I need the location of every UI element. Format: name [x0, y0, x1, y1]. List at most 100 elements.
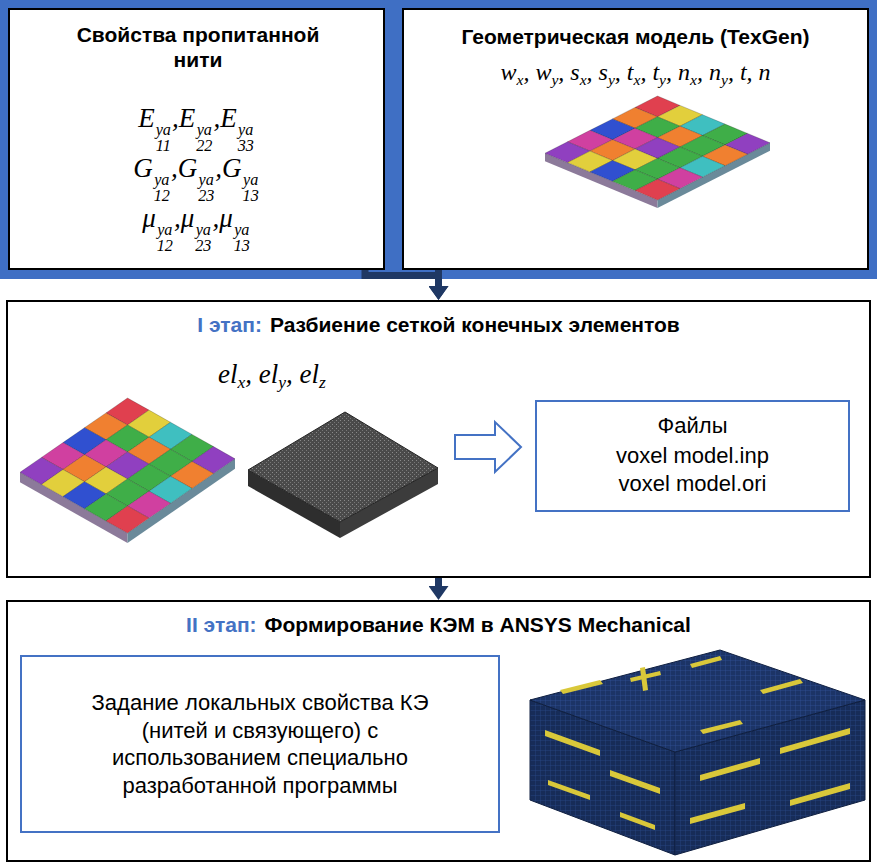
symbol: μ [219, 203, 233, 233]
text-row: μ12ya,μ23ya,μ13ya [10, 202, 383, 255]
symbol: t [740, 59, 747, 85]
superscript: ya [157, 222, 173, 238]
symbol: E [220, 103, 237, 133]
text-row: G12ya,G23ya,G13ya [10, 152, 383, 205]
text-row: Свойства пропитанной нити [63, 22, 333, 72]
superscript: ya [195, 222, 211, 238]
symbol: w [500, 59, 516, 85]
symbol: , [171, 153, 178, 183]
yarn-cell [635, 179, 680, 200]
box-ground [8, 8, 385, 270]
subscript: 13 [243, 188, 259, 204]
symbol: , [728, 59, 740, 85]
symbol: t [652, 59, 659, 85]
symbol: , [174, 203, 181, 233]
index-pair: 13ya [243, 172, 259, 204]
symbol: el [259, 359, 279, 389]
symbol: , [640, 59, 652, 85]
input-frame [0, 0, 877, 279]
index-pair: 11ya [156, 122, 171, 154]
symbol: w [535, 59, 551, 85]
symbol: , [213, 103, 220, 133]
parameter-list: μ12ya,μ23ya,μ13ya [10, 202, 383, 255]
symbol: , [697, 59, 709, 85]
texgen-model [545, 96, 770, 208]
hollow-arrow [455, 422, 521, 472]
subscript: y [278, 372, 286, 392]
file-box: Файлыvoxel model.inp voxel model.ori [535, 400, 850, 512]
stage-box: I этап: Разбиение сеткой конечных элемент… [6, 300, 871, 578]
voxel-mesh [248, 412, 438, 538]
box-heading: Формирование КЭМ в ANSYS Mechanical [265, 612, 691, 637]
symbol: G [178, 153, 198, 183]
index-pair: 22ya [196, 122, 212, 154]
superscript: ya [238, 122, 254, 138]
flow-arrow [365, 270, 439, 286]
subscript: 13 [234, 238, 250, 254]
subscript: y [551, 71, 558, 88]
symbol: , [212, 203, 219, 233]
subscript: x [634, 71, 641, 88]
superscript: ya [198, 172, 214, 188]
symbol: , [172, 103, 179, 133]
fe-model-block [530, 650, 865, 855]
symbol: G [133, 153, 153, 183]
index-pair: 23ya [195, 222, 211, 254]
text-row: elx, ely, elz [172, 358, 372, 393]
heading-row: II этап: Формирование КЭМ в ANSYS Mechani… [8, 612, 869, 637]
subscript: 12 [157, 238, 173, 254]
stage-label: II этап: [186, 612, 256, 637]
symbol: E [138, 103, 155, 133]
parameter-list: elx, ely, elz [172, 358, 372, 393]
subscript: 23 [198, 188, 214, 204]
stage-box: II этап: Формирование КЭМ в ANSYS Mechani… [6, 600, 871, 862]
symbol: n [709, 59, 721, 85]
subscript: 23 [195, 238, 211, 254]
subscript: 33 [238, 138, 254, 154]
text-row: wx, wy, sx, sy, tx, ty, nx, ny, t, n [404, 58, 867, 89]
subscript: z [319, 372, 326, 392]
text-row: Задание локальных свойства КЭ (нитей и с… [74, 689, 446, 799]
symbol: n [678, 59, 690, 85]
text-row: Файлы [537, 412, 848, 440]
text-row: E11ya,E22ya,E33ya [10, 102, 383, 155]
symbol: E [179, 103, 196, 133]
symbol: t [627, 59, 634, 85]
symbol: , [615, 59, 627, 85]
box-heading: Свойства пропитанной нити [63, 22, 333, 72]
texgen-model [20, 398, 235, 543]
parameter-list: wx, wy, sx, sy, tx, ty, nx, ny, t, n [404, 58, 867, 89]
symbol: , [523, 59, 535, 85]
subscript: x [238, 372, 246, 392]
text-row: voxel model.inp voxel model.ori [595, 442, 790, 497]
stage-label: I этап: [197, 312, 262, 337]
flow-arrow [435, 270, 442, 286]
box-ground [402, 8, 869, 270]
symbol: s [570, 59, 579, 85]
symbol: G [222, 153, 242, 183]
subscript: 11 [156, 138, 171, 154]
input-box: Геометрическая модель (TexGen)wx, wy, sx… [402, 8, 869, 270]
superscript: ya [154, 172, 170, 188]
symbol: , [286, 359, 300, 389]
text-row: Геометрическая модель (TexGen) [404, 24, 867, 49]
symbol: , [666, 59, 678, 85]
symbol: s [599, 59, 608, 85]
symbol: μ [181, 203, 195, 233]
process-box: Задание локальных свойства КЭ (нитей и с… [20, 655, 500, 833]
box-text: Задание локальных свойства КЭ (нитей и с… [74, 689, 446, 799]
index-pair: 33ya [238, 122, 254, 154]
slab-side [128, 459, 236, 543]
symbol: , [587, 59, 599, 85]
index-pair: 12ya [154, 172, 170, 204]
symbol: , [747, 59, 759, 85]
symbol: , [215, 153, 222, 183]
box-heading: Геометрическая модель (TexGen) [404, 24, 867, 49]
index-pair: 12ya [157, 222, 173, 254]
box-heading: Разбиение сеткой конечных элементов [270, 312, 680, 337]
symbol: , [245, 359, 259, 389]
subscript: y [659, 71, 666, 88]
heading-row: I этап: Разбиение сеткой конечных элемент… [8, 312, 869, 337]
